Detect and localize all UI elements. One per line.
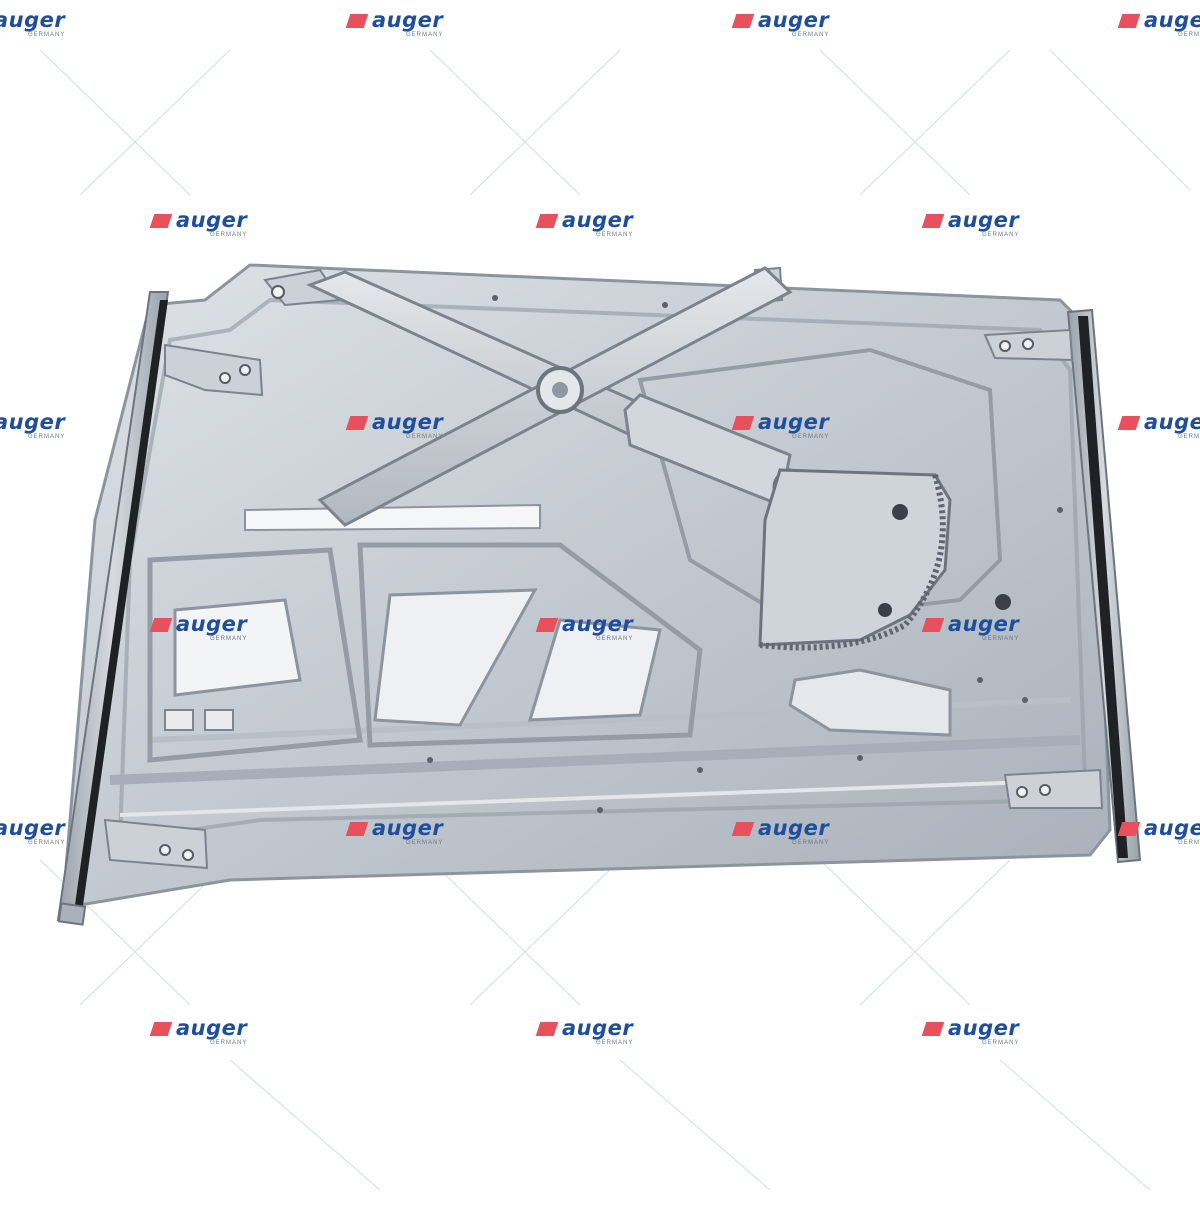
watermark-flag-icon bbox=[921, 214, 945, 228]
watermark-brand: auger bbox=[0, 816, 66, 840]
watermark-brand: auger bbox=[0, 410, 66, 434]
watermark-sub: GERMANY bbox=[982, 636, 1020, 642]
watermark-sub: GERMANY bbox=[792, 434, 830, 440]
watermark-flag-icon bbox=[731, 416, 755, 430]
watermark-logo: auger GERMANY bbox=[535, 1016, 658, 1052]
watermark-brand: auger bbox=[948, 1016, 1020, 1040]
watermark-sub: GERMANY bbox=[596, 232, 634, 238]
watermark-brand: auger bbox=[562, 612, 634, 636]
watermark-sub: GERMANY bbox=[982, 232, 1020, 238]
watermark-logo: auger GERMANY bbox=[345, 816, 468, 852]
watermark-brand: auger bbox=[758, 410, 830, 434]
watermark-sub: GERMANY bbox=[1178, 434, 1200, 440]
watermark-brand: auger bbox=[1144, 8, 1200, 32]
watermark-sub: GERMANY bbox=[596, 1040, 634, 1046]
watermark-sub: GERMANY bbox=[28, 32, 66, 38]
watermark-brand: auger bbox=[176, 208, 248, 232]
watermark-flag-icon bbox=[345, 822, 369, 836]
watermark-logo: auger GERMANY bbox=[535, 208, 658, 244]
watermark-brand: auger bbox=[758, 8, 830, 32]
watermark-logo: auger GERMANY bbox=[1117, 410, 1200, 446]
watermark-flag-icon bbox=[1117, 14, 1141, 28]
watermark-logo: auger GERMANY bbox=[535, 612, 658, 648]
watermark-logo: auger GERMANY bbox=[0, 816, 90, 852]
watermark-sub: GERMANY bbox=[1178, 840, 1200, 846]
watermark-sub: GERMANY bbox=[596, 636, 634, 642]
watermark-flag-icon bbox=[149, 1022, 173, 1036]
watermark-sub: GERMANY bbox=[28, 434, 66, 440]
watermark-flag-icon bbox=[535, 214, 559, 228]
watermark-brand: auger bbox=[1144, 816, 1200, 840]
watermark-sub: GERMANY bbox=[210, 1040, 248, 1046]
watermark-logo: auger GERMANY bbox=[149, 1016, 272, 1052]
watermark-logo: auger GERMANY bbox=[1117, 816, 1200, 852]
watermark-logo: auger GERMANY bbox=[345, 410, 468, 446]
watermark-sub: GERMANY bbox=[1178, 32, 1200, 38]
watermark-lines bbox=[39, 49, 1191, 1191]
watermark-flag-icon bbox=[731, 822, 755, 836]
watermark-logo: auger GERMANY bbox=[345, 8, 468, 44]
watermark-sub: GERMANY bbox=[210, 636, 248, 642]
watermark-flag-icon bbox=[345, 14, 369, 28]
watermark-brand: auger bbox=[176, 612, 248, 636]
watermark-flag-icon bbox=[1117, 416, 1141, 430]
watermark-logo: auger GERMANY bbox=[731, 8, 854, 44]
watermark-sub: GERMANY bbox=[210, 232, 248, 238]
watermark-brand: auger bbox=[372, 410, 444, 434]
watermark-sub: GERMANY bbox=[406, 840, 444, 846]
watermark-logo: auger GERMANY bbox=[149, 208, 272, 244]
watermark-logo: auger GERMANY bbox=[1117, 8, 1200, 44]
watermark-flag-icon bbox=[345, 416, 369, 430]
watermark-logo: auger GERMANY bbox=[921, 612, 1044, 648]
watermark-flag-icon bbox=[535, 618, 559, 632]
watermark-flag-icon bbox=[149, 214, 173, 228]
watermark-brand: auger bbox=[948, 612, 1020, 636]
watermark-brand: auger bbox=[948, 208, 1020, 232]
scissor-arms bbox=[306, 266, 808, 527]
watermark-logo: auger GERMANY bbox=[0, 8, 90, 44]
watermark-logo: auger GERMANY bbox=[0, 410, 90, 446]
bracket-bolts bbox=[159, 277, 1051, 861]
watermark-sub: GERMANY bbox=[28, 840, 66, 846]
watermark-brand: auger bbox=[1144, 410, 1200, 434]
watermark-flag-icon bbox=[731, 14, 755, 28]
watermark-flag-icon bbox=[149, 618, 173, 632]
watermark-logo: auger GERMANY bbox=[921, 1016, 1044, 1052]
watermark-sub: GERMANY bbox=[406, 434, 444, 440]
watermark-brand: auger bbox=[372, 816, 444, 840]
watermark-brand: auger bbox=[372, 8, 444, 32]
sector-gear bbox=[758, 468, 1011, 651]
watermark-brand: auger bbox=[176, 1016, 248, 1040]
watermark-sub: GERMANY bbox=[792, 32, 830, 38]
watermark-brand: auger bbox=[562, 1016, 634, 1040]
watermark-logo: auger GERMANY bbox=[731, 816, 854, 852]
watermark-logo: auger GERMANY bbox=[149, 612, 272, 648]
watermark-flag-icon bbox=[921, 618, 945, 632]
watermark-flag-icon bbox=[1117, 822, 1141, 836]
door-panel bbox=[63, 263, 1112, 907]
right-guide-rail bbox=[1066, 308, 1142, 864]
watermark-brand: auger bbox=[0, 8, 66, 32]
watermark-brand: auger bbox=[562, 208, 634, 232]
watermark-logo: auger GERMANY bbox=[921, 208, 1044, 244]
watermark-flag-icon bbox=[921, 1022, 945, 1036]
watermark-logo: auger GERMANY bbox=[731, 410, 854, 446]
watermark-flag-icon bbox=[535, 1022, 559, 1036]
watermark-sub: GERMANY bbox=[406, 32, 444, 38]
watermark-brand: auger bbox=[758, 816, 830, 840]
watermark-sub: GERMANY bbox=[982, 1040, 1020, 1046]
left-guide-rail bbox=[56, 291, 170, 926]
watermark-sub: GERMANY bbox=[792, 840, 830, 846]
